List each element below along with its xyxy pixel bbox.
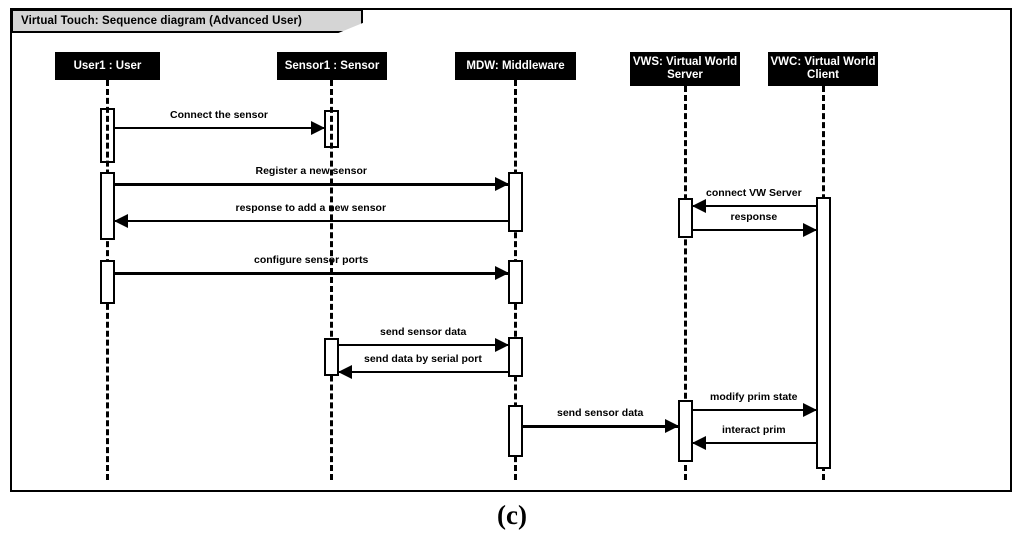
message-line-m7[interactable] (337, 344, 509, 346)
lifeline-head-label: VWS: Virtual World Server (632, 56, 738, 81)
message-arrowhead-m5 (802, 223, 817, 237)
lifeline-vws (684, 86, 687, 480)
lifeline-head-mdw[interactable]: MDW: Middleware (455, 52, 576, 80)
message-label-m1: Connect the sensor (170, 109, 269, 121)
message-line-m10[interactable] (691, 409, 817, 411)
message-arrowhead-m4 (691, 199, 706, 213)
activation-bar-mdw[interactable] (507, 260, 523, 304)
activation-bar-mdw[interactable] (507, 172, 523, 232)
message-arrowhead-m9 (664, 419, 679, 433)
lifeline-head-vwc[interactable]: VWC: Virtual World Client (768, 52, 878, 86)
message-label-m4: connect VW Server (706, 187, 802, 199)
message-arrowhead-m11 (691, 436, 706, 450)
lifeline-head-label: Sensor1 : Sensor (284, 59, 380, 72)
activation-bar-mdw[interactable] (507, 405, 523, 457)
message-label-m8: send data by serial port (364, 353, 482, 365)
activation-bar-vwc[interactable] (815, 197, 831, 469)
lifeline-head-label: MDW: Middleware (466, 59, 565, 72)
message-line-m4[interactable] (691, 205, 817, 207)
message-line-m6[interactable] (113, 271, 509, 275)
activation-bar-user1[interactable] (99, 108, 115, 163)
message-line-m9[interactable] (521, 424, 679, 428)
activation-bar-sensor1[interactable] (323, 338, 339, 376)
activation-bar-sensor1[interactable] (323, 110, 339, 148)
activation-bar-vws[interactable] (677, 198, 693, 238)
message-line-m11[interactable] (691, 442, 817, 444)
message-line-m3[interactable] (113, 220, 509, 222)
figure-caption: (c) (497, 500, 527, 530)
activation-bar-vws[interactable] (677, 400, 693, 462)
message-arrowhead-m8 (337, 365, 352, 379)
message-arrowhead-m10 (802, 403, 817, 417)
message-line-m1[interactable] (113, 127, 325, 129)
message-arrowhead-m2 (494, 177, 509, 191)
frame-title-label: Virtual Touch: Sequence diagram (Advance… (21, 15, 302, 27)
message-label-m7: send sensor data (380, 326, 467, 338)
frame-name-tab: Virtual Touch: Sequence diagram (Advance… (11, 9, 363, 33)
message-label-m5: response (730, 211, 778, 223)
message-label-m9: send sensor data (557, 407, 644, 419)
message-line-m5[interactable] (691, 229, 817, 231)
message-label-m10: modify prim state (710, 391, 798, 403)
activation-bar-user1[interactable] (99, 172, 115, 240)
lifeline-sensor1 (330, 80, 333, 480)
message-label-m2: Register a new sensor (255, 165, 367, 177)
lifeline-head-sensor1[interactable]: Sensor1 : Sensor (277, 52, 387, 80)
activation-bar-mdw[interactable] (507, 337, 523, 377)
message-arrowhead-m6 (494, 266, 509, 280)
activation-bar-user1[interactable] (99, 260, 115, 304)
message-label-m3: response to add a new sensor (235, 202, 387, 214)
lifeline-head-label: User1 : User (73, 59, 142, 72)
message-arrowhead-m3 (113, 214, 128, 228)
message-label-m6: configure sensor ports (254, 254, 369, 266)
lifeline-head-user1[interactable]: User1 : User (55, 52, 160, 80)
lifeline-head-label: VWC: Virtual World Client (770, 56, 876, 81)
message-line-m8[interactable] (337, 371, 509, 373)
message-arrowhead-m1 (310, 121, 325, 135)
message-arrowhead-m7 (494, 338, 509, 352)
message-label-m11: interact prim (722, 424, 786, 436)
message-line-m2[interactable] (113, 182, 509, 186)
lifeline-head-vws[interactable]: VWS: Virtual World Server (630, 52, 740, 86)
